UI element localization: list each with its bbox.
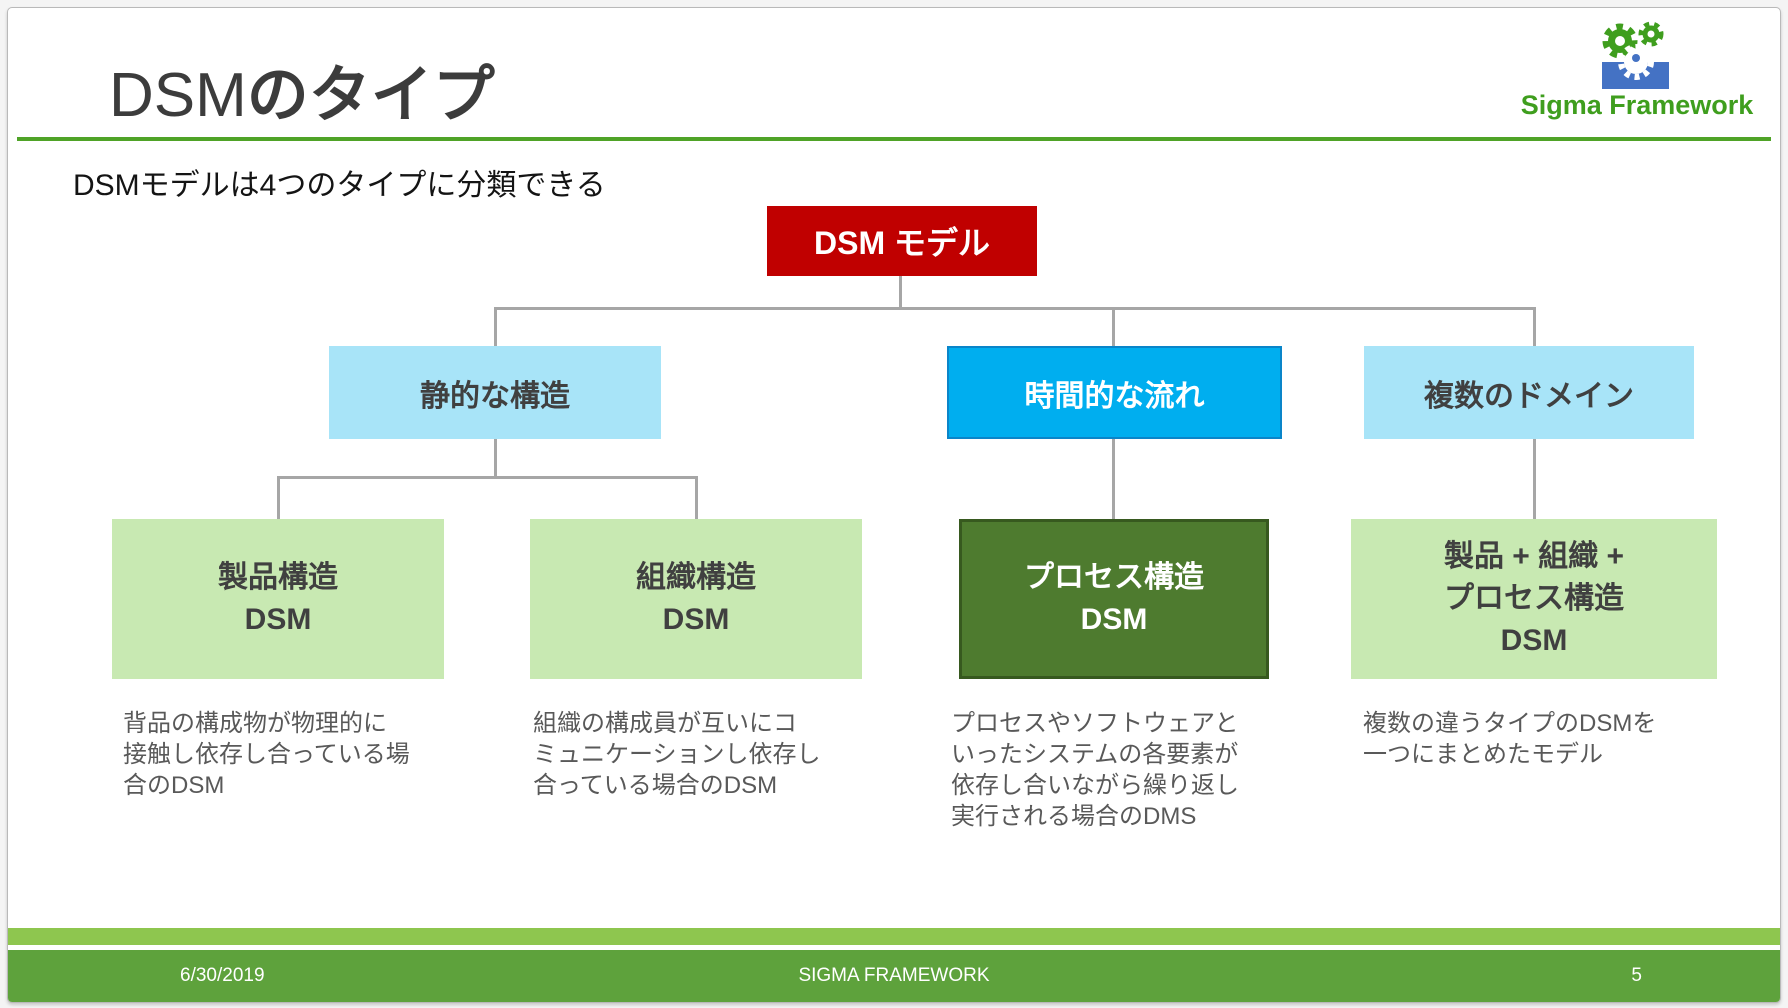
gears-icon: [1602, 21, 1669, 89]
connector-static-horizontal: [277, 476, 698, 479]
connector-drop-product: [277, 476, 280, 519]
connector-drop-combined: [1533, 439, 1536, 519]
page-title: DSMのタイプ: [109, 44, 495, 134]
connector-drop-process: [1112, 439, 1115, 519]
page-title-latin: DSM: [109, 61, 247, 130]
connector-drop-time: [1112, 307, 1115, 346]
connector-root-trunk: [899, 276, 902, 309]
connector-drop-org: [695, 476, 698, 519]
description-process-dsm: プロセスやソフトウェアと いったシステムの各要素が 依存し合いながら繰り返し 実…: [951, 710, 1239, 830]
node-process-dsm: プロセス構造 DSM: [959, 519, 1269, 679]
node-product-dsm: 製品構造 DSM: [112, 519, 444, 679]
node-temporal-flow: 時間的な流れ: [947, 346, 1282, 439]
footer-bar: 6/30/2019 SIGMA FRAMEWORK 5: [8, 950, 1780, 1002]
connector-drop-static: [494, 307, 497, 346]
description-combined-dsm: 複数の違うタイプのDSMを 一つにまとめたモデル: [1363, 710, 1657, 768]
logo-text: Sigma Framework: [1520, 90, 1754, 120]
description-product-dsm: 背品の構成物が物理的に 接触し依存し合っている場 合のDSM: [123, 710, 410, 799]
connector-drop-multi: [1533, 307, 1536, 346]
node-dsm-model: DSM モデル: [767, 206, 1037, 276]
title-divider-line: [17, 137, 1771, 141]
node-organization-dsm: 組織構造 DSM: [530, 519, 862, 679]
description-organization-dsm: 組織の構成員が互いにコ ミュニケーションし依存し 合っている場合のDSM: [533, 710, 821, 799]
page-title-jp: のタイプ: [246, 61, 495, 130]
connector-static-trunk: [494, 439, 497, 478]
subtitle: DSMモデルは4つのタイプに分類できる: [73, 169, 606, 202]
footer-accent-strip: [8, 928, 1780, 945]
footer-title: SIGMA FRAMEWORK: [798, 965, 990, 986]
node-static-structure: 静的な構造: [329, 346, 661, 439]
node-combined-dsm: 製品 + 組織 + プロセス構造 DSM: [1351, 519, 1717, 679]
sigma-framework-logo: Sigma Framework: [1512, 18, 1762, 121]
node-multiple-domains: 複数のドメイン: [1364, 346, 1694, 439]
connector-main-horizontal: [494, 307, 1536, 310]
footer-date: 6/30/2019: [180, 965, 265, 986]
slide: DSMのタイプ Sigma Framework DSMモデルは4つのタイプに分類…: [7, 7, 1781, 1003]
footer-page-number: 5: [1631, 965, 1642, 986]
